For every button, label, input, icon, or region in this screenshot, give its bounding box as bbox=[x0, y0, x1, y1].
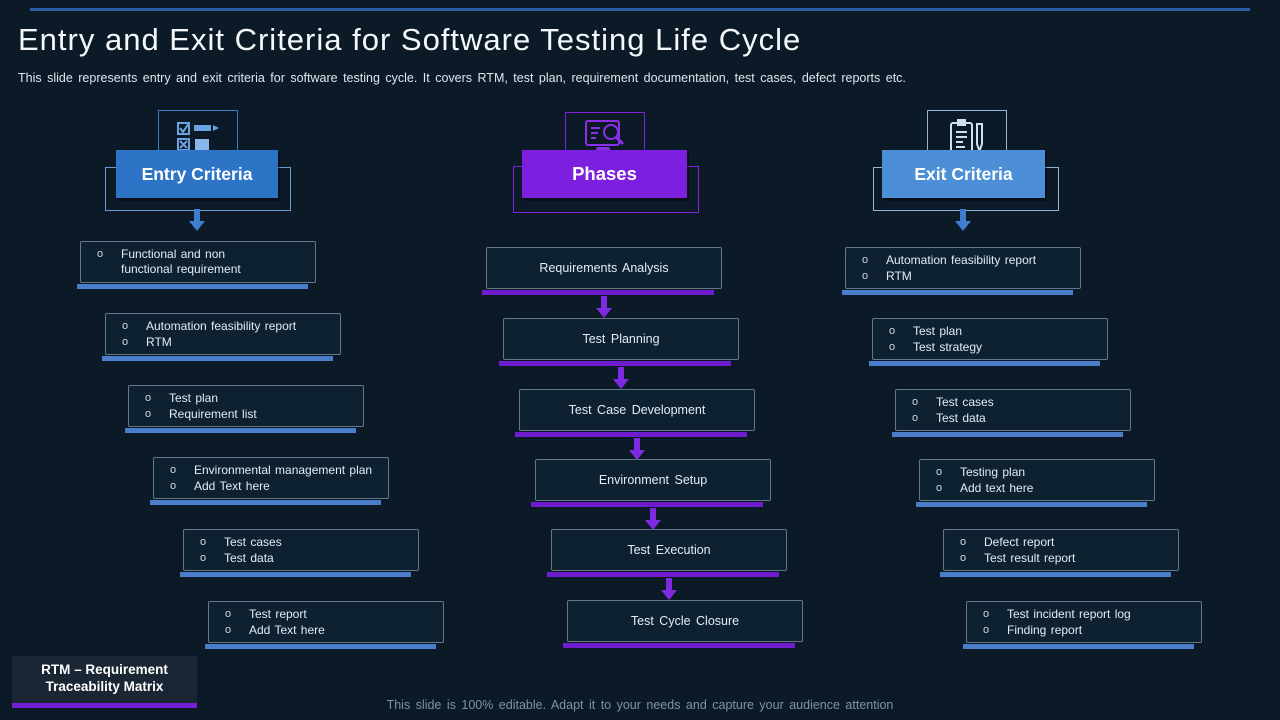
entry-item-box: Test plan Requirement list bbox=[125, 385, 364, 433]
list-item: Environmental management plan bbox=[170, 463, 380, 478]
list-item: RTM bbox=[122, 335, 332, 350]
slide-title: Entry and Exit Criteria for Software Tes… bbox=[18, 22, 802, 57]
list-item: Requirement list bbox=[145, 407, 355, 422]
entry-down-arrow bbox=[189, 209, 205, 231]
checklist-pencil-icon bbox=[177, 122, 219, 154]
rtm-legend: RTM – Requirement Traceability Matrix bbox=[12, 656, 197, 708]
top-accent-rule bbox=[30, 8, 1250, 11]
list-item: Test report bbox=[225, 607, 435, 622]
phase-box: Test Execution bbox=[547, 529, 787, 577]
list-item: Functional and non functional requiremen… bbox=[97, 247, 307, 277]
phases-header: Phases bbox=[522, 150, 687, 198]
list-item: Testing plan bbox=[936, 465, 1146, 480]
list-item: Test result report bbox=[960, 551, 1170, 566]
phase-box: Test Planning bbox=[499, 318, 739, 366]
phase-flow-arrow bbox=[661, 578, 677, 600]
entry-item-box: Automation feasibility report RTM bbox=[102, 313, 341, 361]
exit-item-box: Automation feasibility report RTM bbox=[842, 247, 1081, 295]
list-item: Test data bbox=[200, 551, 410, 566]
exit-criteria-header: Exit Criteria bbox=[882, 150, 1045, 198]
entry-item-box: Environmental management plan Add Text h… bbox=[150, 457, 389, 505]
list-item: Test strategy bbox=[889, 340, 1099, 355]
phase-box: Test Case Development bbox=[515, 389, 755, 437]
exit-item-box: Test incident report log Finding report bbox=[963, 601, 1202, 649]
phase-flow-arrow bbox=[596, 296, 612, 318]
exit-item-box: Test plan Test strategy bbox=[869, 318, 1108, 366]
slide-subtitle: This slide represents entry and exit cri… bbox=[18, 71, 906, 85]
list-item: Add Text here bbox=[170, 479, 380, 494]
list-item: Test cases bbox=[912, 395, 1122, 410]
list-item: Test incident report log bbox=[983, 607, 1193, 622]
phase-flow-arrow bbox=[629, 438, 645, 460]
entry-item-box: Test report Add Text here bbox=[205, 601, 444, 649]
phase-box: Environment Setup bbox=[531, 459, 771, 507]
list-item: Test cases bbox=[200, 535, 410, 550]
phase-box: Test Cycle Closure bbox=[563, 600, 803, 648]
phase-box: Requirements Analysis bbox=[482, 247, 722, 295]
list-item: Finding report bbox=[983, 623, 1193, 638]
list-item: Automation feasibility report bbox=[862, 253, 1072, 268]
list-item: RTM bbox=[862, 269, 1072, 284]
exit-item-box: Test cases Test data bbox=[892, 389, 1131, 437]
list-item: Add Text here bbox=[225, 623, 435, 638]
entry-criteria-header: Entry Criteria bbox=[116, 150, 278, 198]
phase-flow-arrow bbox=[645, 508, 661, 530]
list-item: Test plan bbox=[889, 324, 1099, 339]
exit-down-arrow bbox=[955, 209, 971, 231]
list-item: Defect report bbox=[960, 535, 1170, 550]
list-item: Add text here bbox=[936, 481, 1146, 496]
list-item: Automation feasibility report bbox=[122, 319, 332, 334]
exit-item-box: Defect report Test result report bbox=[940, 529, 1179, 577]
footer-note: This slide is 100% editable. Adapt it to… bbox=[386, 698, 894, 712]
entry-item-box: Test cases Test data bbox=[180, 529, 419, 577]
list-item: Test data bbox=[912, 411, 1122, 426]
list-item: Test plan bbox=[145, 391, 355, 406]
entry-item-box: Functional and non functional requiremen… bbox=[77, 241, 316, 289]
exit-item-box: Testing plan Add text here bbox=[916, 459, 1155, 507]
phase-flow-arrow bbox=[613, 367, 629, 389]
